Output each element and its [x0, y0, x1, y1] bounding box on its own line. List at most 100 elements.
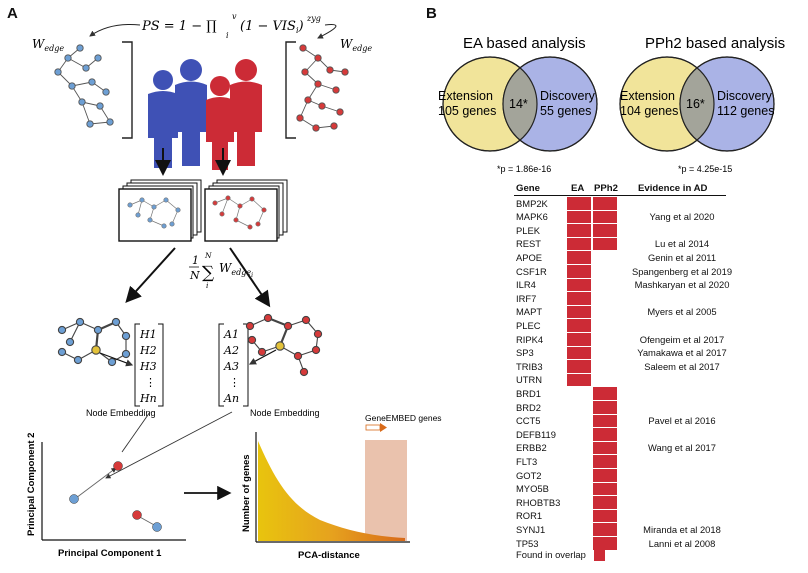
table-header-ea: EA [571, 183, 585, 194]
formula-tail: (1 − VISi) [240, 19, 304, 35]
vector-a-2: A2 [223, 344, 239, 357]
venn-pph2-left-2: 104 genes [620, 104, 678, 118]
people-icon [148, 59, 262, 170]
gene-name: GOT2 [516, 469, 542, 481]
hist-ylabel: Number of genes [241, 454, 252, 532]
table-row: PLEK [514, 224, 744, 238]
formula-sub: i [226, 31, 229, 40]
ea-overlap-cell [567, 373, 591, 387]
vector-a-3: A3 [223, 360, 239, 373]
table-header-pph2: PPh2 [594, 183, 618, 194]
gene-name: ERBB2 [516, 442, 547, 454]
ea-overlap-cell [567, 210, 591, 224]
legend-swatch [594, 549, 605, 561]
evidence-citation: Myers et al 2005 [647, 306, 717, 318]
avg-frac-num: 1 [192, 254, 199, 267]
pph2-overlap-cell [593, 441, 617, 455]
avg-sum-bottom: i [206, 281, 209, 290]
gene-name: FLT3 [516, 455, 538, 467]
ea-overlap-cell [567, 360, 591, 373]
vector-h-dots: ⋮ [145, 376, 156, 389]
pph2-overlap-cell [593, 509, 617, 523]
node-embedding-left: Node Embedding [86, 408, 156, 418]
ea-overlap-cell [567, 237, 591, 251]
evidence-citation: Lu et al 2014 [654, 238, 710, 250]
blue-network-top [54, 44, 114, 128]
vector-a-n: An [223, 392, 239, 405]
gene-name: RHOBTB3 [516, 496, 561, 508]
gene-name: REST [516, 238, 542, 250]
red-network-top [296, 44, 349, 132]
gene-name: IRF7 [516, 292, 537, 304]
venn-pph2-overlap: 16* [686, 97, 705, 111]
table-row: BMP2K [514, 197, 744, 211]
venn-pph2: PPh2 based analysis Extension 104 genes … [619, 35, 785, 174]
pph2-overlap-cell [593, 537, 617, 550]
gene-name: DEFB119 [516, 428, 556, 440]
legend-label: Found in overlap [516, 549, 586, 560]
venn-pph2-title: PPh2 based analysis [645, 35, 785, 52]
vector-h-1: H1 [139, 328, 157, 341]
gene-name: SYNJ1 [516, 523, 546, 535]
gene-name: TP53 [516, 537, 539, 549]
table-row: BRD2 [514, 401, 744, 415]
pph2-overlap-cell [593, 224, 617, 237]
gene-name: MYO5B [516, 483, 549, 495]
ea-overlap-cell [567, 224, 591, 237]
pph2-overlap-cell [593, 414, 617, 428]
table-row: REST Lu et al 2014 [514, 237, 744, 251]
pca-plot [41, 442, 186, 541]
pph2-overlap-cell [593, 197, 617, 210]
ea-overlap-cell [567, 305, 591, 319]
venn-pph2-right-1: Discovery [717, 89, 773, 103]
hist-xlabel: PCA-distance [298, 550, 360, 561]
node-embedding-right: Node Embedding [250, 408, 320, 418]
ea-overlap-cell [567, 346, 591, 360]
formula-sup: v [232, 12, 237, 21]
pph2-overlap-cell [593, 401, 617, 414]
table-header-rule [514, 195, 726, 197]
venn-diagrams: EA based analysis Extension 105 genes 14… [438, 35, 785, 174]
vector-h-3: H3 [139, 360, 157, 373]
table-row: BRD1 [514, 387, 744, 401]
gene-name: ILR4 [516, 279, 536, 291]
gene-name: BMP2K [516, 197, 548, 209]
pph2-overlap-cell [593, 455, 617, 468]
evidence-citation: Pavel et al 2016 [648, 415, 716, 427]
gene-name: APOE [516, 251, 543, 263]
vector-h-2: H2 [139, 344, 157, 357]
pph2-overlap-cell [593, 428, 617, 441]
table-header-gene: Gene [516, 183, 540, 194]
venn-ea-title: EA based analysis [463, 35, 586, 52]
venn-ea-right-1: Discovery [540, 89, 596, 103]
table-row: MYO5B [514, 482, 744, 496]
red-network-stack [204, 179, 288, 242]
pph2-overlap-cell [593, 237, 617, 251]
pph2-overlap-cell [593, 523, 617, 536]
red-network-embedding [245, 313, 323, 377]
pph2-overlap-cell [593, 210, 617, 224]
table-header-evidence: Evidence in AD [638, 183, 708, 194]
pph2-overlap-cell [593, 482, 617, 496]
venn-pph2-pvalue: *p = 4.25e-15 [678, 164, 732, 174]
avg-frac-den: N [189, 269, 200, 282]
ea-overlap-cell [567, 292, 591, 305]
w-edge-right: Wedge [340, 37, 372, 53]
pph2-overlap-cell [593, 387, 617, 400]
panel-b-letter: B [426, 5, 437, 22]
venn-ea-left-2: 105 genes [438, 104, 496, 118]
venn-ea-pvalue: *p = 1.86e-16 [497, 164, 551, 174]
table-row: DEFB119 [514, 428, 744, 442]
table-row: FLT3 [514, 455, 744, 469]
pca-distance-histogram [255, 423, 410, 543]
vector-h-n: Hn [139, 392, 157, 405]
table-row: ROR1 [514, 509, 744, 523]
pca-ylabel: Principal Component 2 [26, 433, 37, 536]
panel-a-illustration: PS = 1 − ∏ v i (1 − VISi) zyg Wedge Wedg… [26, 12, 442, 561]
